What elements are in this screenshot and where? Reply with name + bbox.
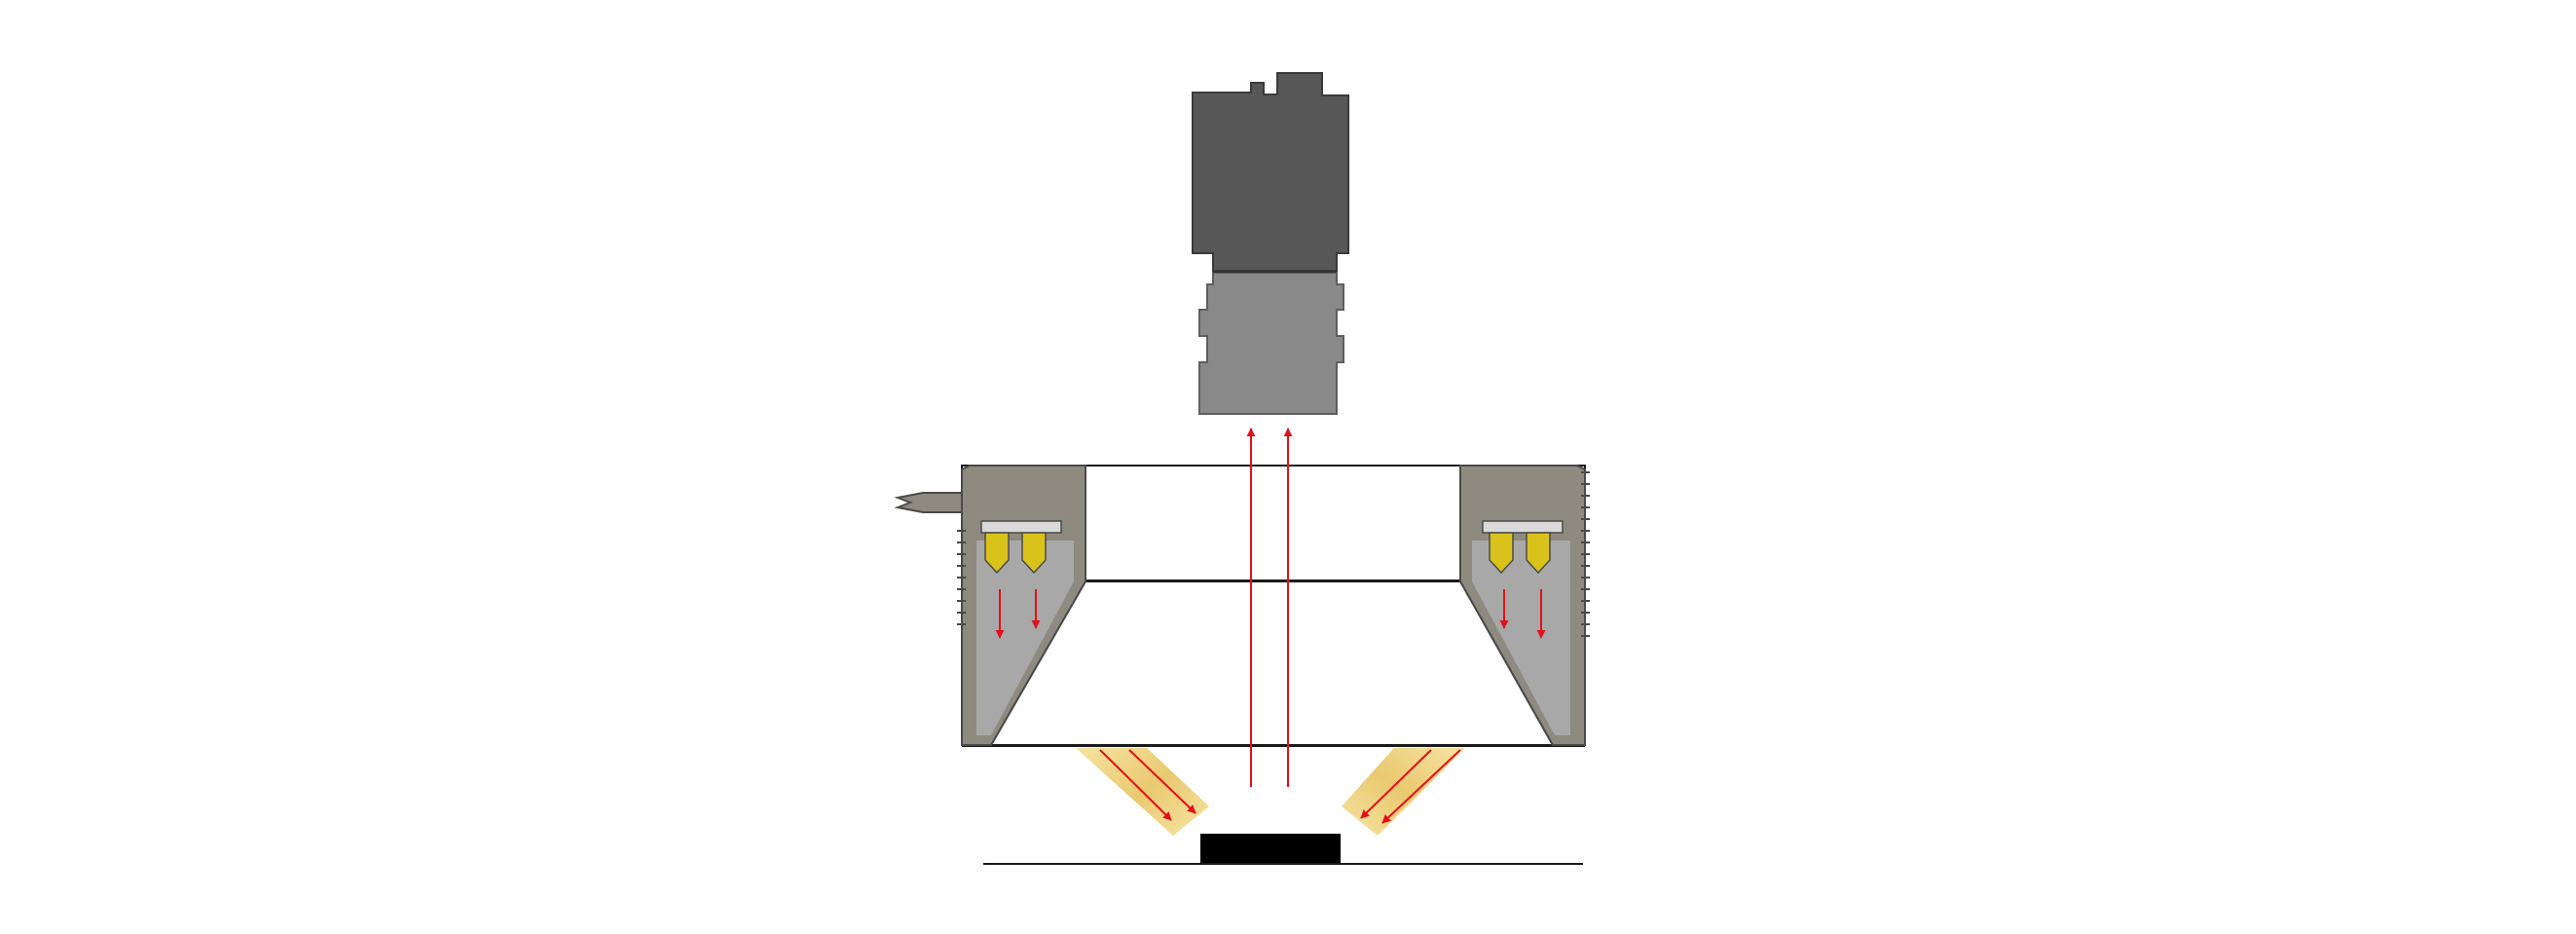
- housing-right-fins: [1581, 471, 1590, 637]
- light-beam-right: [1342, 748, 1465, 836]
- beam-arrow: [1360, 749, 1432, 819]
- dome-interior: [989, 580, 1555, 746]
- housing-right-inner: [1472, 541, 1570, 735]
- reflected-light-arrows: [1246, 428, 1293, 787]
- camera: [1192, 72, 1349, 415]
- lens-icon: [1198, 272, 1344, 415]
- led-emission-arrows: [995, 589, 1546, 639]
- led-icon: [1489, 532, 1514, 575]
- connector-icon: [894, 492, 963, 513]
- beam-arrow: [1128, 749, 1196, 814]
- led-array-right: [1482, 520, 1564, 575]
- led-array-left: [980, 520, 1062, 575]
- led-icon: [1021, 532, 1047, 575]
- target-object: [1200, 834, 1341, 863]
- light-beams: [1076, 748, 1465, 836]
- led-mount: [1482, 520, 1564, 534]
- beam-arrow: [1381, 749, 1461, 824]
- led-icon: [1526, 532, 1551, 575]
- beam-arrow: [1099, 749, 1172, 821]
- dome-light-housing: [894, 465, 1590, 747]
- led-icon: [984, 532, 1010, 575]
- camera-body: [1192, 72, 1349, 272]
- housing-left-fins: [957, 530, 966, 625]
- led-mount: [980, 520, 1062, 534]
